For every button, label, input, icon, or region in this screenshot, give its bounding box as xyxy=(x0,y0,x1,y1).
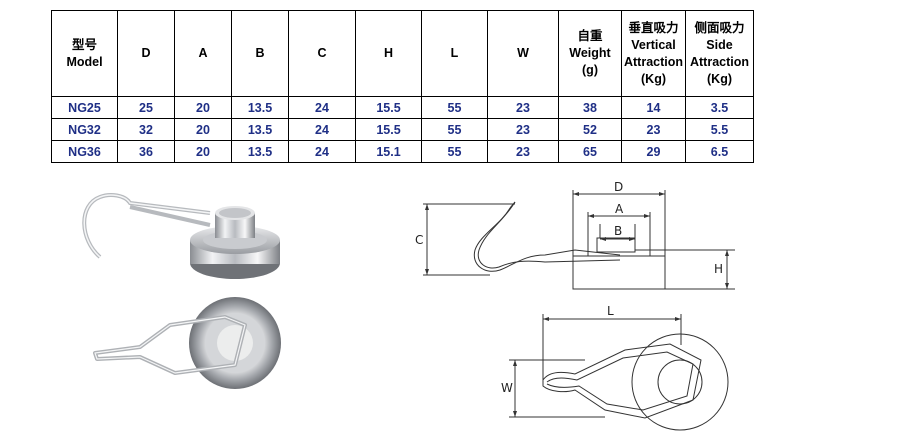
cell-d: 32 xyxy=(117,118,175,141)
header-w: W xyxy=(487,10,559,97)
cell-model: NG32 xyxy=(51,118,118,141)
cell-a: 20 xyxy=(174,96,232,119)
cell-side: 3.5 xyxy=(685,96,754,119)
cell-c: 24 xyxy=(288,96,356,119)
cell-vertical: 14 xyxy=(621,96,686,119)
label-a: A xyxy=(615,202,624,216)
cell-b: 13.5 xyxy=(231,140,289,163)
cell-side: 6.5 xyxy=(685,140,754,163)
header-h: H xyxy=(355,10,422,97)
side-view-drawing: D A B C H xyxy=(415,180,735,290)
hook-magnet-photo-top xyxy=(93,297,281,389)
cell-c: 24 xyxy=(288,140,356,163)
cell-a: 20 xyxy=(174,140,232,163)
label-l: L xyxy=(607,304,614,318)
hook-magnet-photo-side xyxy=(82,193,280,279)
header-a: A xyxy=(174,10,232,97)
label-h: H xyxy=(714,262,723,276)
cell-b: 13.5 xyxy=(231,118,289,141)
cell-l: 55 xyxy=(421,140,488,163)
cell-side: 5.5 xyxy=(685,118,754,141)
cell-b: 13.5 xyxy=(231,96,289,119)
header-b: B xyxy=(231,10,289,97)
cell-model: NG25 xyxy=(51,96,118,119)
cell-l: 55 xyxy=(421,96,488,119)
cell-model: NG36 xyxy=(51,140,118,163)
cell-vertical: 23 xyxy=(621,118,686,141)
cell-h: 15.5 xyxy=(355,96,422,119)
cell-h: 15.1 xyxy=(355,140,422,163)
cell-weight: 52 xyxy=(558,118,622,141)
cell-w: 23 xyxy=(487,118,559,141)
cell-w: 23 xyxy=(487,96,559,119)
table-row: NG36 36 20 13.5 24 15.1 55 23 65 29 6.5 xyxy=(51,140,754,163)
table-row: NG32 32 20 13.5 24 15.5 55 23 52 23 5.5 xyxy=(51,118,754,141)
cell-vertical: 29 xyxy=(621,140,686,163)
cell-w: 23 xyxy=(487,140,559,163)
cell-weight: 38 xyxy=(558,96,622,119)
label-c: C xyxy=(415,233,423,247)
cell-c: 24 xyxy=(288,118,356,141)
table-row: NG25 25 20 13.5 24 15.5 55 23 38 14 3.5 xyxy=(51,96,754,119)
header-d: D xyxy=(117,10,175,97)
cell-a: 20 xyxy=(174,118,232,141)
header-c: C xyxy=(288,10,356,97)
top-view-drawing: L W xyxy=(501,304,729,431)
cell-l: 55 xyxy=(421,118,488,141)
cell-weight: 65 xyxy=(558,140,622,163)
cell-d: 25 xyxy=(117,96,175,119)
cell-h: 15.5 xyxy=(355,118,422,141)
cell-d: 36 xyxy=(117,140,175,163)
header-l: L xyxy=(421,10,488,97)
label-w: W xyxy=(501,381,513,395)
label-b: B xyxy=(614,224,622,238)
label-d: D xyxy=(614,180,623,194)
